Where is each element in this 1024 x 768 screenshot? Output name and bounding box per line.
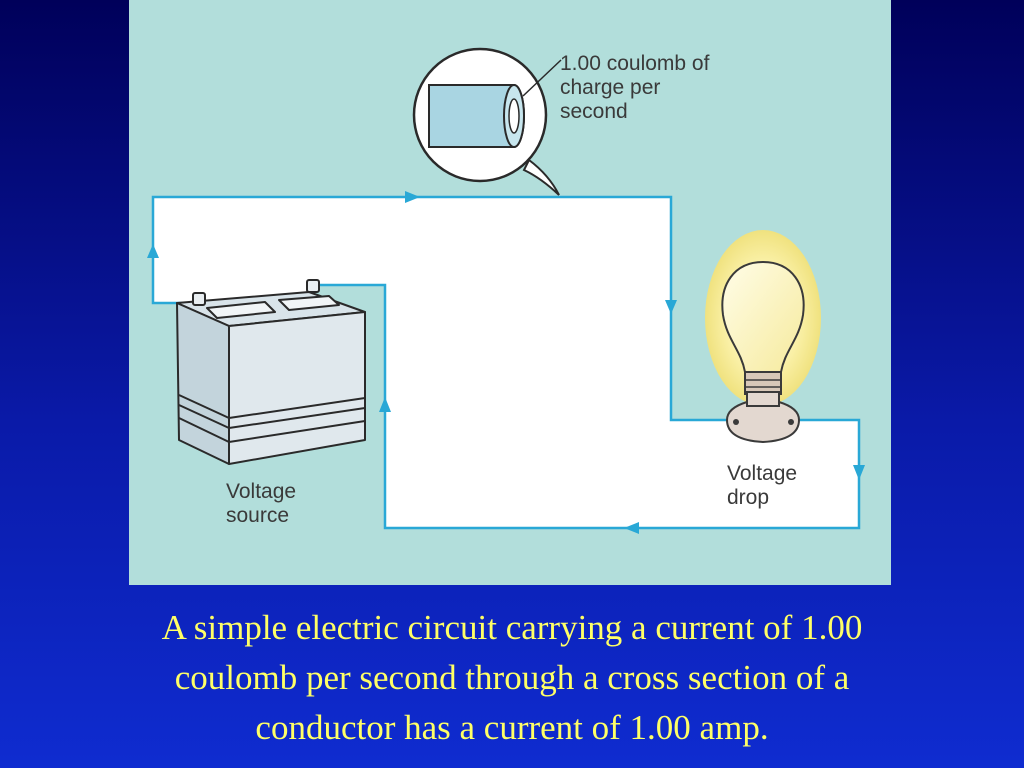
slide-caption: A simple electric circuit carrying a cur… bbox=[40, 603, 984, 753]
current-arrow-icon bbox=[405, 191, 420, 203]
current-arrow-icon bbox=[379, 397, 391, 412]
charge-rate-label: 1.00 coulomb of charge per second bbox=[560, 52, 710, 123]
current-arrow-icon bbox=[665, 300, 677, 314]
current-arrow-icon bbox=[147, 244, 159, 258]
circuit-diagram-panel: 1.00 coulomb of charge per second Voltag… bbox=[129, 0, 891, 585]
battery-icon bbox=[176, 279, 366, 465]
voltage-source-label: Voltage source bbox=[226, 480, 297, 527]
circuit-diagram bbox=[147, 47, 865, 534]
caption-line-2: coulomb per second through a cross secti… bbox=[174, 658, 850, 697]
caption-line-3: conductor has a current of 1.00 amp. bbox=[255, 708, 769, 747]
conductor-cross-section-icon bbox=[412, 47, 562, 196]
voltage-drop-label: Voltage drop bbox=[727, 462, 798, 509]
caption-line-1: A simple electric circuit carrying a cur… bbox=[161, 608, 863, 647]
current-arrow-icon bbox=[853, 465, 865, 480]
current-arrow-icon bbox=[624, 522, 639, 534]
light-bulb-icon bbox=[705, 230, 821, 444]
current-arrows bbox=[147, 191, 865, 534]
